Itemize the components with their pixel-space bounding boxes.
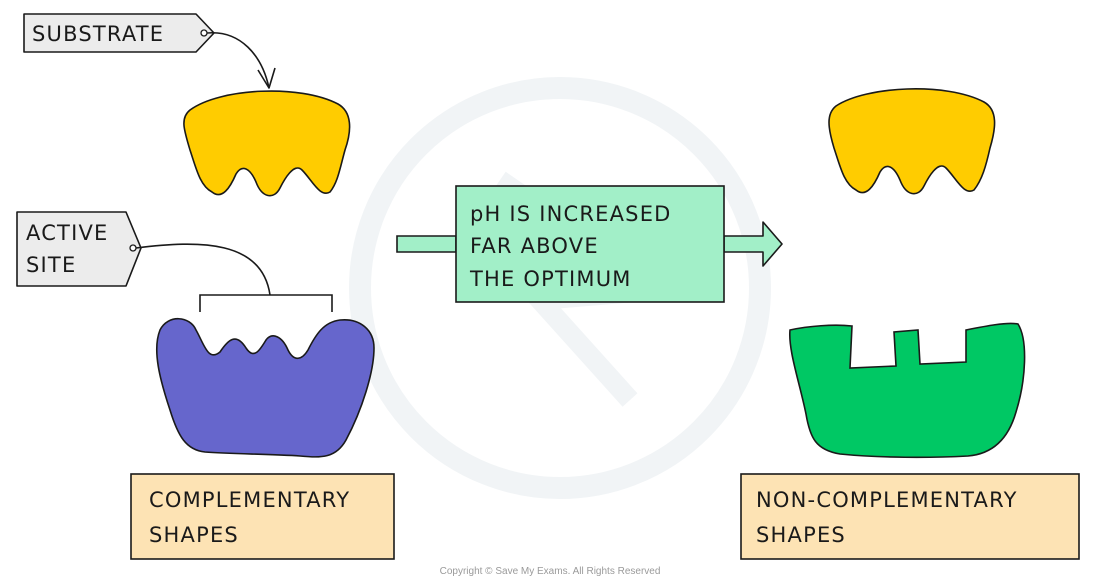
active-site-pointer-line bbox=[135, 243, 271, 296]
right-caption-line2: SHAPES bbox=[756, 523, 846, 547]
substrate-pointer-arrow bbox=[206, 32, 270, 89]
right-caption-line1: NON-COMPLEMENTARY bbox=[756, 488, 1018, 512]
substrate-shape-right bbox=[828, 88, 996, 195]
active-site-label-line2: SITE bbox=[26, 253, 76, 277]
enzyme-shape-denatured bbox=[789, 322, 1026, 459]
process-box bbox=[455, 185, 725, 303]
process-line2: FAR ABOVE bbox=[470, 234, 599, 258]
substrate-arrowhead bbox=[257, 67, 276, 89]
enzyme-shape-normal bbox=[155, 317, 375, 458]
substrate-label: SUBSTRATE bbox=[32, 22, 164, 46]
active-site-label-line1: ACTIVE bbox=[26, 221, 109, 245]
active-site-tag: ACTIVE SITE bbox=[16, 211, 142, 287]
left-caption-line2: SHAPES bbox=[149, 523, 239, 547]
process-line1: pH IS INCREASED bbox=[470, 202, 672, 226]
substrate-tag: SUBSTRATE bbox=[23, 13, 215, 53]
copyright-notice: Copyright © Save My Exams. All Rights Re… bbox=[439, 566, 661, 577]
left-caption-box bbox=[130, 473, 395, 560]
right-caption-box bbox=[740, 473, 1080, 560]
process-line3: THE OPTIMUM bbox=[469, 267, 632, 291]
active-site-bracket bbox=[199, 294, 333, 312]
substrate-shape-left bbox=[183, 90, 351, 197]
left-caption-line1: COMPLEMENTARY bbox=[149, 488, 350, 512]
